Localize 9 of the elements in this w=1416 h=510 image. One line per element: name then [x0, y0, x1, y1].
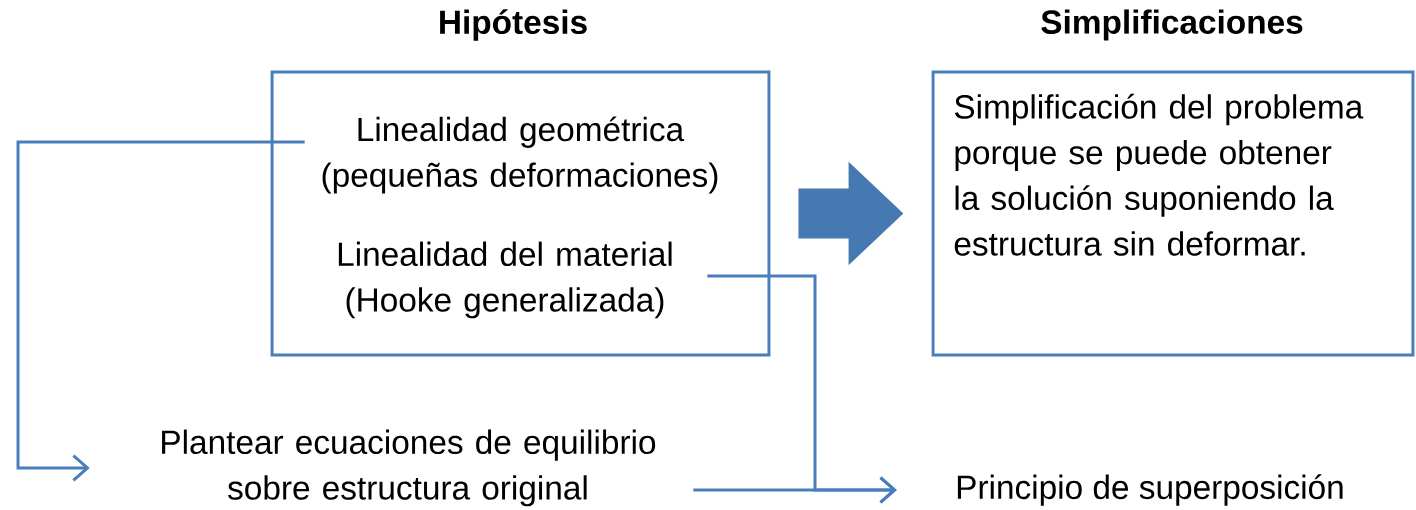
heading: Hipótesis [440, 9, 587, 41]
connector-arrow [693, 476, 897, 504]
connector-arrow [16, 140, 305, 482]
node-text: Plantear ecuaciones de equilibrio sobre estructura original [162, 429, 656, 507]
node-text: Linealidad geométrica (pequeñas deformaciones) [322, 116, 718, 194]
node-text: Principio de superposición [957, 474, 1343, 506]
node-text: Linealidad del material (Hooke generalizada) [338, 241, 672, 319]
heading: Simplificaciones [1041, 9, 1303, 41]
body-text: Simplificación del problema porque se puede obtener la solución suponiendo la estructura sin deformar. [954, 93, 1364, 256]
